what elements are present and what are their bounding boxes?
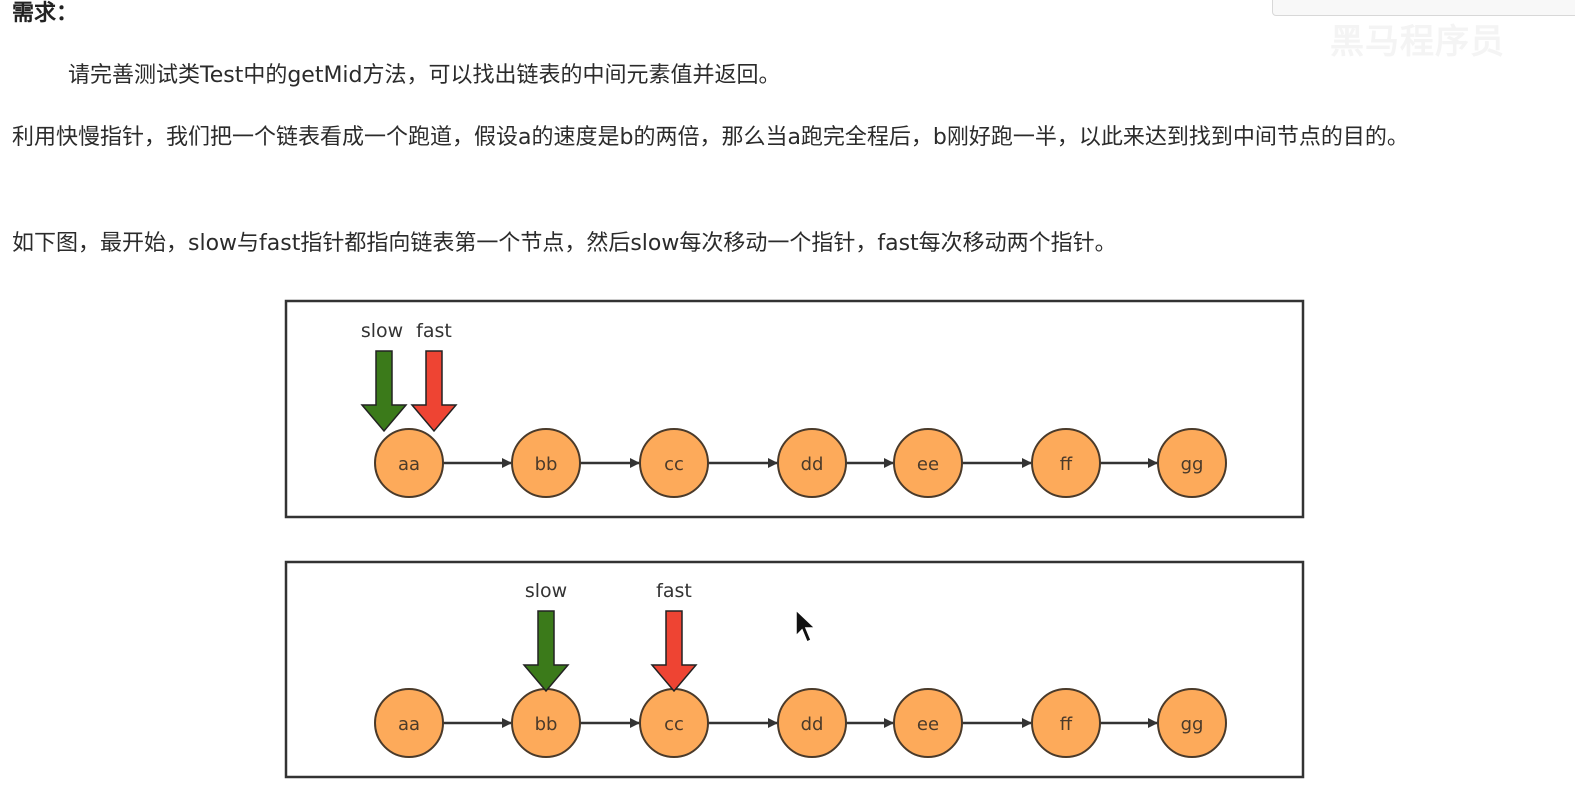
linked-list-row: aa bb cc dd ee ff gg slow fast bbox=[374, 580, 1227, 758]
list-node-gg bbox=[1157, 688, 1227, 758]
list-node-ee bbox=[893, 428, 963, 498]
list-node-label: ee bbox=[917, 454, 939, 475]
overlay-panel-edge bbox=[1272, 0, 1575, 16]
list-node-label: cc bbox=[664, 454, 684, 475]
paragraph-task: 请完善测试类Test中的getMid方法，可以找出链表的中间元素值并返回。 bbox=[68, 63, 781, 88]
list-node-ee bbox=[893, 688, 963, 758]
fast-pointer-arrow bbox=[650, 610, 698, 693]
section-heading: 需求： bbox=[12, 1, 79, 26]
fast-pointer-label: fast bbox=[416, 320, 452, 342]
list-node-label: dd bbox=[801, 714, 824, 735]
list-node-label: gg bbox=[1181, 714, 1204, 735]
list-node-label: dd bbox=[801, 454, 824, 475]
watermark: 黑马程序员 bbox=[1330, 22, 1505, 62]
slow-pointer-arrow bbox=[360, 350, 408, 433]
slow-pointer-label: slow bbox=[361, 320, 403, 342]
list-node-label: ff bbox=[1060, 714, 1073, 735]
list-node-aa bbox=[374, 428, 444, 498]
diagram-panel-step bbox=[284, 560, 1305, 779]
list-node-ff bbox=[1031, 428, 1101, 498]
list-node-label: gg bbox=[1181, 454, 1204, 475]
list-node-ff bbox=[1031, 688, 1101, 758]
list-node-bb bbox=[511, 428, 581, 498]
list-node-label: ee bbox=[917, 714, 939, 735]
list-node-label: bb bbox=[535, 454, 558, 475]
list-node-cc bbox=[639, 428, 709, 498]
paragraph-explanation: 利用快慢指针，我们把一个链表看成一个跑道，假设a的速度是b的两倍，那么当a跑完全… bbox=[12, 125, 1409, 150]
list-node-label: bb bbox=[535, 714, 558, 735]
slow-pointer-label: slow bbox=[525, 580, 567, 602]
list-node-aa bbox=[374, 688, 444, 758]
list-node-label: aa bbox=[398, 454, 420, 475]
linked-list-row: aa bb cc dd ee ff gg slow fast bbox=[360, 320, 1227, 498]
fast-pointer-arrow bbox=[410, 350, 458, 433]
list-node-label: aa bbox=[398, 714, 420, 735]
list-node-dd bbox=[777, 688, 847, 758]
list-node-label: ff bbox=[1060, 454, 1073, 475]
slow-pointer-arrow bbox=[522, 610, 570, 693]
mouse-cursor-icon bbox=[795, 609, 817, 644]
paragraph-figure-intro: 如下图，最开始，slow与fast指针都指向链表第一个节点，然后slow每次移动… bbox=[12, 231, 1117, 256]
diagram-panel-initial bbox=[284, 299, 1305, 519]
list-node-label: cc bbox=[664, 714, 684, 735]
list-node-dd bbox=[777, 428, 847, 498]
list-node-gg bbox=[1157, 428, 1227, 498]
fast-pointer-label: fast bbox=[656, 580, 692, 602]
